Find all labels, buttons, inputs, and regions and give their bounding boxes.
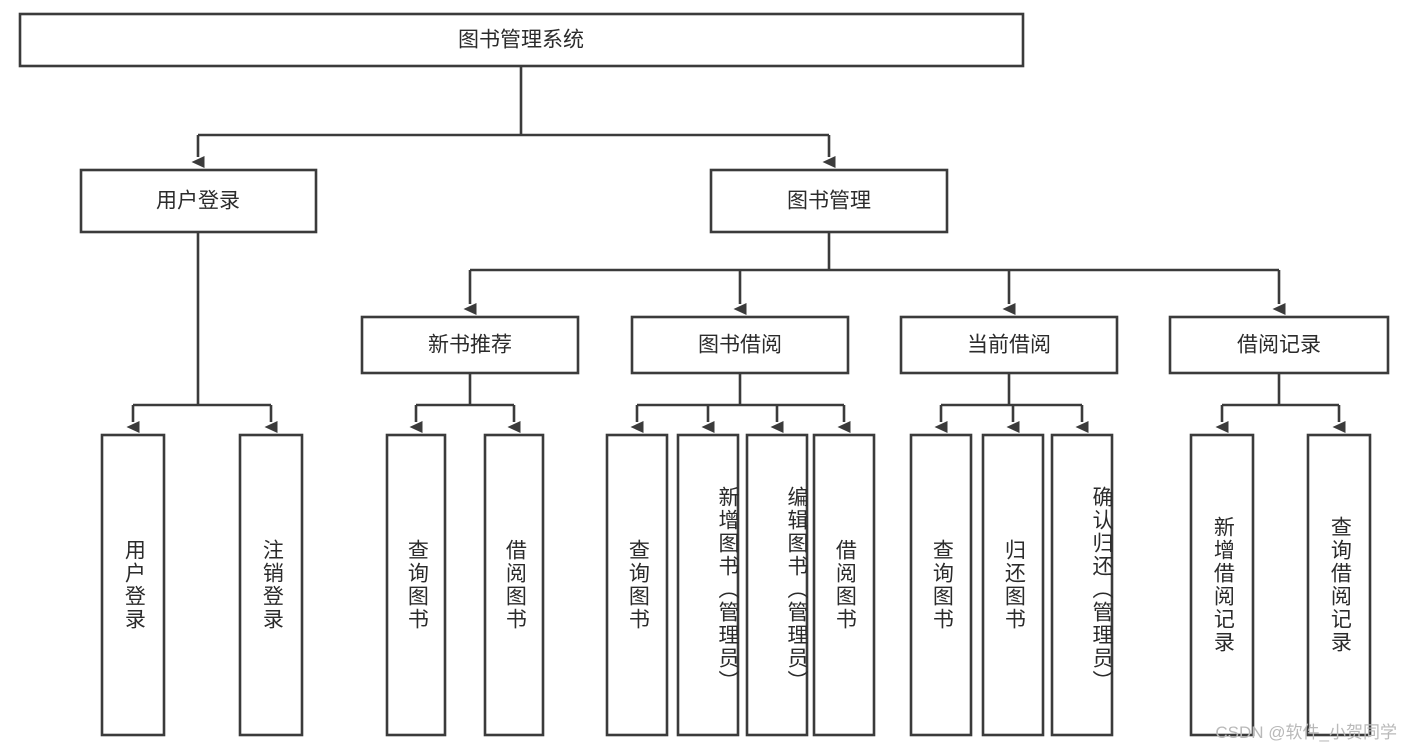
node-leaf-confirm-return-box[interactable]: [1050, 433, 1114, 737]
node-leaf-edit-book-box[interactable]: [745, 433, 809, 737]
node-leaf-query-book-3-box[interactable]: [909, 433, 973, 737]
leaf-boxes: [100, 433, 1372, 737]
node-new-book-recommend-label: 新书推荐: [428, 334, 512, 357]
connector-borrow-records-leaves: [1215, 373, 1346, 433]
node-leaf-add-record-box[interactable]: [1189, 433, 1255, 737]
node-leaf-user-login-box[interactable]: [100, 433, 166, 737]
node-current-borrow[interactable]: 当前借阅: [899, 315, 1119, 375]
node-current-borrow-box: [899, 315, 1119, 375]
node-book-borrow-label: 图书借阅: [698, 334, 782, 357]
node-new-book-recommend-box: [360, 315, 580, 375]
node-leaf-query-book-2-box[interactable]: [605, 433, 669, 737]
node-leaf-add-book-box[interactable]: [676, 433, 740, 737]
connector-user-login-leaves: [126, 232, 278, 433]
node-leaf-query-book-1-box[interactable]: [385, 433, 447, 737]
connector-book-manage-bus: [463, 232, 1286, 315]
node-borrow-records[interactable]: 借阅记录: [1168, 315, 1390, 375]
node-borrow-records-label: 借阅记录: [1237, 334, 1321, 357]
node-leaf-return-book-box[interactable]: [981, 433, 1045, 737]
connector-new-book-recommend-leaves: [409, 373, 521, 433]
node-new-book-recommend[interactable]: 新书推荐: [360, 315, 580, 375]
node-user-login-box: [79, 168, 318, 234]
node-root-label: 图书管理系统: [458, 29, 584, 52]
node-root-box: [18, 12, 1025, 68]
node-leaf-query-record-box[interactable]: [1306, 433, 1372, 737]
node-current-borrow-label: 当前借阅: [967, 334, 1051, 357]
node-leaf-logout-box[interactable]: [238, 433, 304, 737]
csdn-watermark: CSDN @软件_小贺同学: [1215, 723, 1397, 742]
node-book-borrow[interactable]: 图书借阅: [630, 315, 850, 375]
node-user-login-label: 用户登录: [156, 190, 240, 213]
connector-root-bus: [191, 66, 836, 168]
node-leaf-borrow-book-1-box[interactable]: [483, 433, 545, 737]
node-user-login[interactable]: 用户登录: [79, 168, 318, 234]
node-leaf-borrow-book-2-box[interactable]: [812, 433, 876, 737]
node-book-manage[interactable]: 图书管理: [709, 168, 949, 234]
node-root[interactable]: 图书管理系统: [18, 12, 1025, 68]
connector-current-borrow-leaves: [934, 373, 1089, 433]
connector-book-borrow-leaves: [630, 373, 851, 433]
node-book-manage-label: 图书管理: [787, 190, 871, 213]
